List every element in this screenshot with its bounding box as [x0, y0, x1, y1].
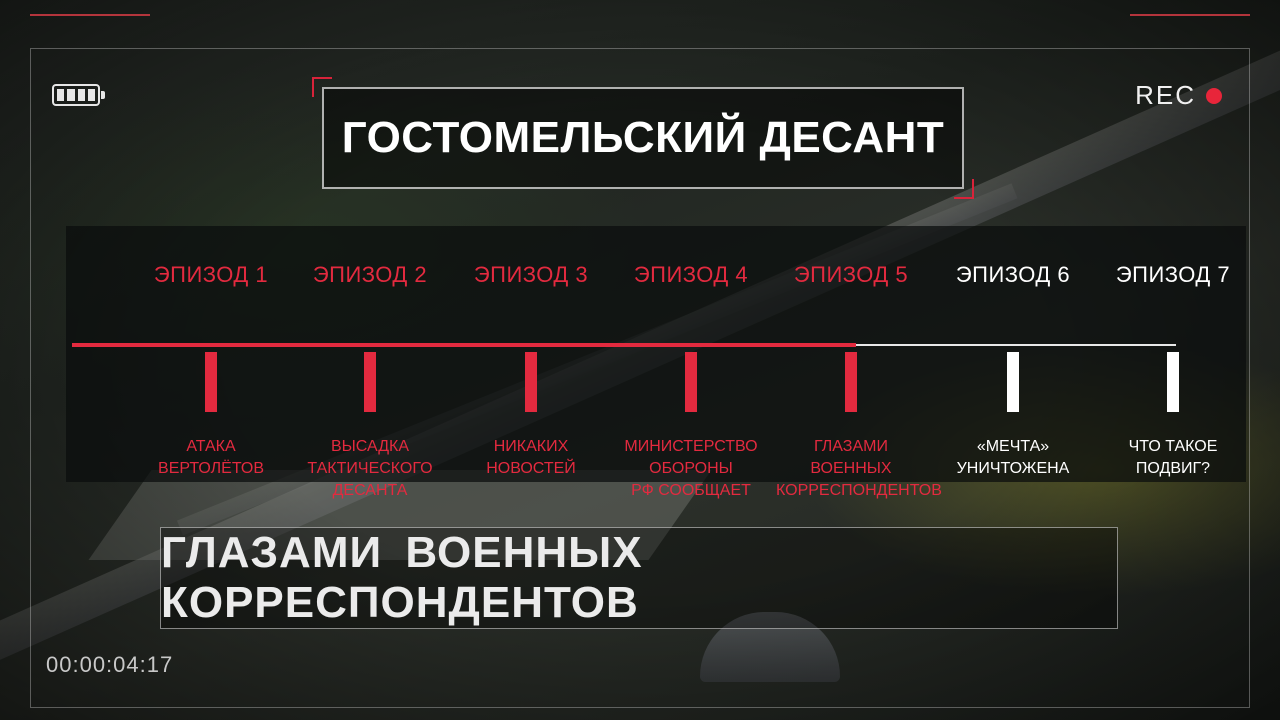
timecode: 00:00:04:17: [46, 652, 174, 677]
subtitle-box: ГЛАЗАМИ ВОЕННЫХ КОРРЕСПОНДЕНТОВ: [160, 527, 1118, 629]
episode-label: ЭПИЗОД 2: [312, 262, 428, 287]
episode-label: ЭПИЗОД 1: [153, 262, 269, 287]
battery-icon: [52, 84, 105, 106]
episode-marker: [525, 352, 537, 412]
rec-dot-icon: [1206, 87, 1222, 104]
episode-6[interactable]: ЭПИЗОД 6 «МЕЧТА» УНИЧТОЖЕНА: [938, 262, 1088, 477]
timeline-progress-line: [72, 343, 856, 347]
camera-frame-border: [30, 48, 1250, 708]
episode-description: ВЫСАДКА ТАКТИЧЕСКОГО ДЕСАНТА: [307, 438, 433, 499]
episode-marker: [1167, 352, 1179, 412]
episode-marker: [364, 352, 376, 412]
episode-marker: [1007, 352, 1019, 412]
rec-indicator: REC: [1135, 80, 1222, 111]
page-title: ГОСТОМЕЛЬСКИЙ ДЕСАНТ: [341, 113, 945, 162]
episode-description: МИНИСТЕРСТВО ОБОРОНЫ РФ СООБЩАЕТ: [624, 438, 758, 499]
episode-4[interactable]: ЭПИЗОД 4 МИНИСТЕРСТВО ОБОРОНЫ РФ СООБЩАЕ…: [616, 262, 766, 499]
episode-label: ЭПИЗОД 5: [793, 262, 909, 287]
episode-label: ЭПИЗОД 6: [955, 262, 1071, 287]
episode-label: ЭПИЗОД 7: [1115, 262, 1231, 287]
episode-marker: [845, 352, 857, 412]
hud-corner-marker-left: [30, 14, 150, 26]
episode-marker: [205, 352, 217, 412]
episode-description: НИКАКИХ НОВОСТЕЙ: [486, 438, 576, 477]
episode-description: «МЕЧТА» УНИЧТОЖЕНА: [956, 438, 1070, 477]
rec-label: REC: [1135, 80, 1196, 110]
episode-label: ЭПИЗОД 3: [473, 262, 589, 287]
hud-corner-marker-right: [1130, 14, 1250, 26]
episode-7[interactable]: ЭПИЗОД 7 ЧТО ТАКОЕ ПОДВИГ?: [1098, 262, 1248, 477]
current-episode-title: ГЛАЗАМИ ВОЕННЫХ КОРРЕСПОНДЕНТОВ: [161, 528, 643, 627]
title-box: ГОСТОМЕЛЬСКИЙ ДЕСАНТ: [312, 77, 974, 199]
episode-description: АТАКА ВЕРТОЛЁТОВ: [158, 438, 264, 477]
episode-5[interactable]: ЭПИЗОД 5 ГЛАЗАМИ ВОЕННЫХ КОРРЕСПОНДЕНТОВ: [776, 262, 942, 499]
episode-description: ЧТО ТАКОЕ ПОДВИГ?: [1128, 438, 1218, 477]
episode-1[interactable]: ЭПИЗОД 1 АТАКА ВЕРТОЛЁТОВ: [136, 262, 286, 477]
episode-timeline: ЭПИЗОД 1 АТАКА ВЕРТОЛЁТОВ ЭПИЗОД 2 ВЫСАД…: [66, 226, 1248, 499]
episode-2[interactable]: ЭПИЗОД 2 ВЫСАДКА ТАКТИЧЕСКОГО ДЕСАНТА: [295, 262, 445, 499]
episode-marker: [685, 352, 697, 412]
episode-label: ЭПИЗОД 4: [633, 262, 749, 287]
episode-description: ГЛАЗАМИ ВОЕННЫХ КОРРЕСПОНДЕНТОВ: [776, 438, 942, 499]
episode-3[interactable]: ЭПИЗОД 3 НИКАКИХ НОВОСТЕЙ: [456, 262, 606, 477]
timeline-remaining-line: [856, 344, 1176, 346]
